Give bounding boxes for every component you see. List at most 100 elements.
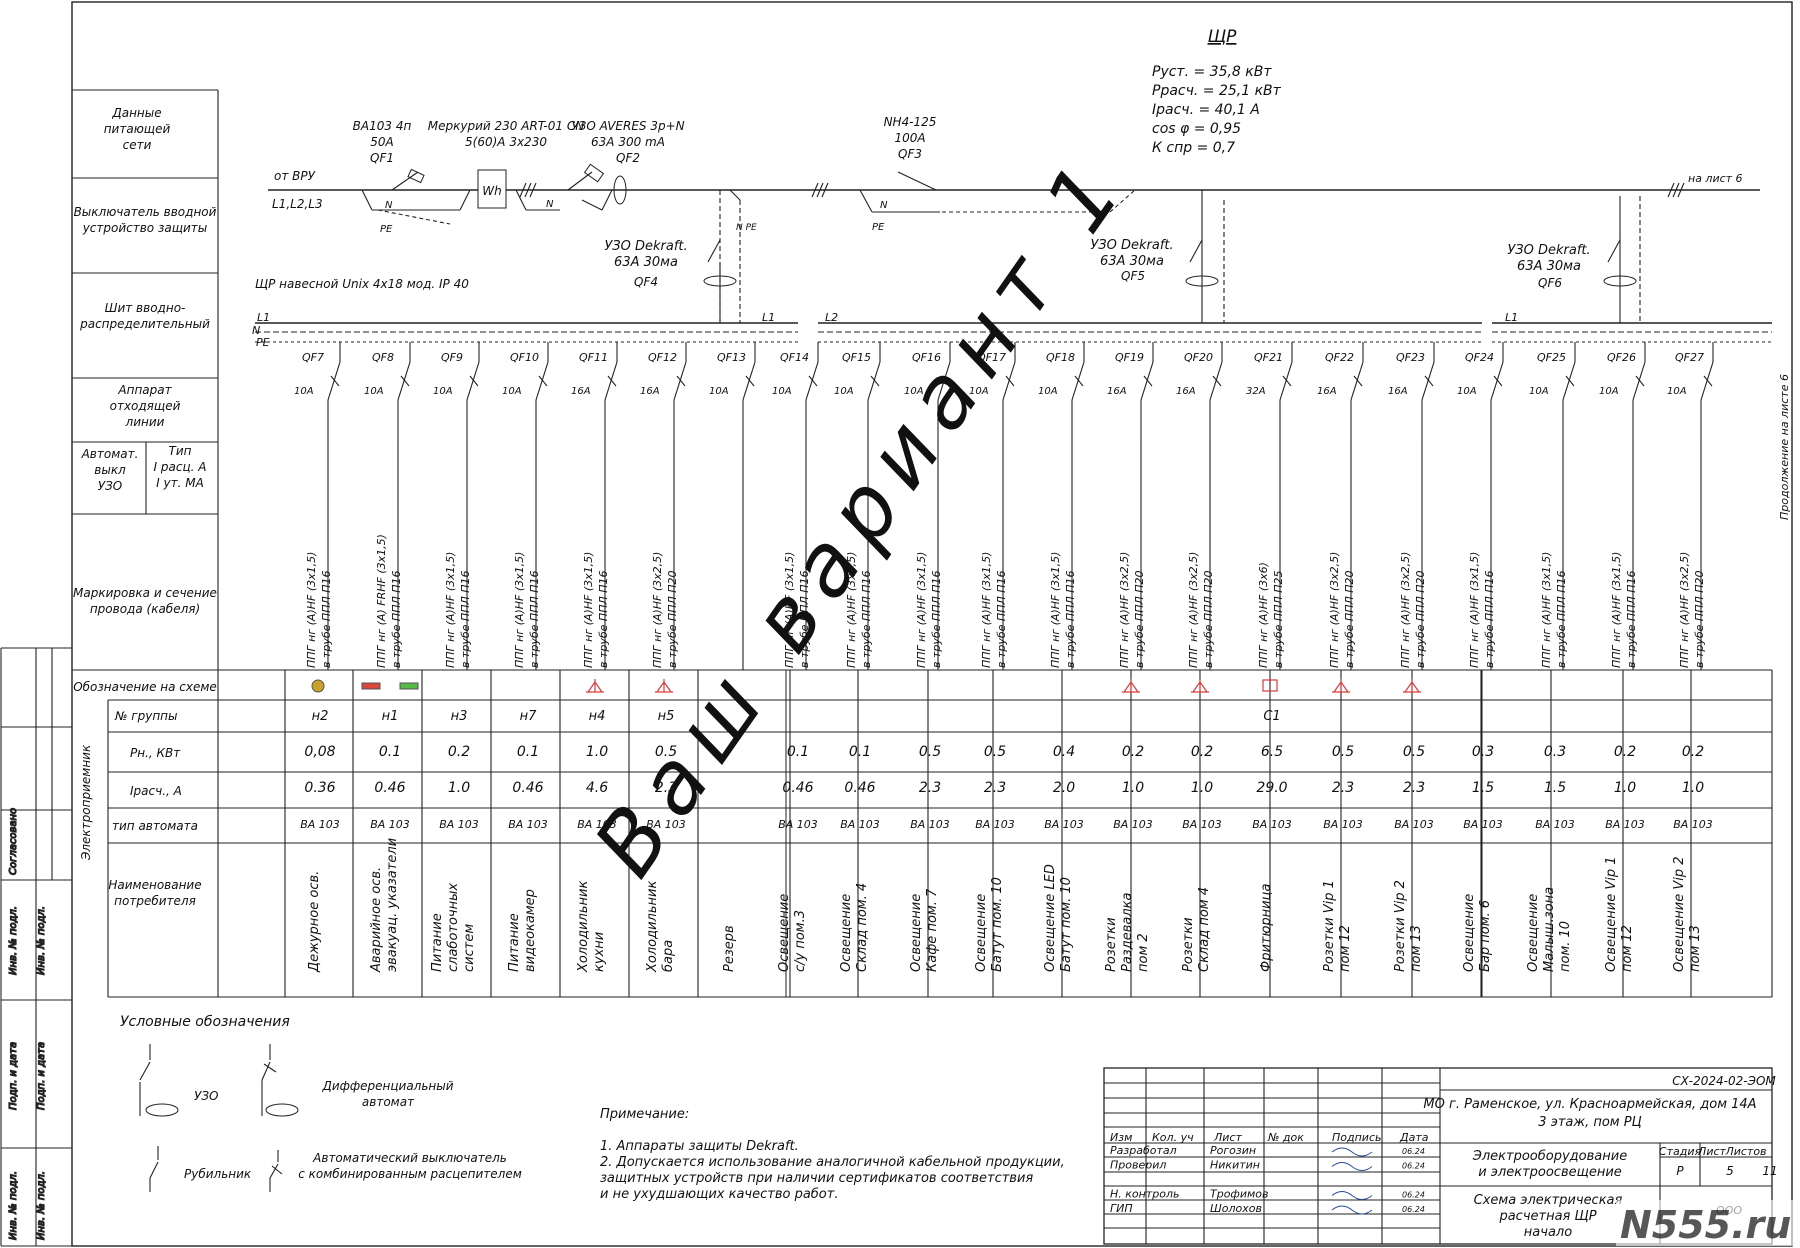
group-number: С1: [1263, 709, 1280, 724]
label-supply-data: питающей: [104, 122, 171, 136]
consumer-name: Аварийное осв.: [369, 867, 384, 973]
breaker-mark: [400, 375, 410, 387]
cable-conduit: в трубе ППЛ П20: [1693, 570, 1706, 668]
rated-power: 0.2: [1614, 744, 1636, 760]
qf1-label: 50А: [370, 135, 393, 149]
meter-label: Меркурий 230 ART-01 CN: [428, 119, 584, 133]
breaker-contact: [327, 361, 341, 401]
breaker-contact: [1002, 361, 1016, 401]
supply-from: от ВРУ: [274, 169, 316, 183]
qf1-n-lead2: [459, 189, 471, 211]
side-stamp-label: Согласовано: [8, 808, 19, 875]
breaker-mark: [330, 375, 340, 387]
stamp-person: Трофимов: [1210, 1188, 1269, 1201]
meter-n: [515, 189, 527, 211]
side-stamp-label: Инв. № подл.: [8, 1171, 19, 1240]
consumer-name: Кафе пом. 7: [925, 888, 940, 972]
site-badge: N555.ru: [1616, 1200, 1794, 1247]
calc-current: 2.3: [984, 780, 1006, 796]
breaker-type: ВА 103: [1535, 818, 1575, 831]
cable-marking: ППГ нг (А)HF (3x6): [1257, 562, 1270, 668]
bus-label-L1: L1: [762, 311, 775, 324]
continue-to-sheet: на лист 6: [1688, 172, 1743, 185]
qf2-lead: [581, 199, 603, 211]
qf3-pe2: [1109, 189, 1136, 213]
consumer-name: Батут пом. 10: [990, 877, 1005, 972]
cable-marking: ППГ нг (А)HF (3x2,5): [651, 552, 664, 668]
consumer-name: Освещение: [777, 894, 792, 972]
cable-conduit: в трубе ППЛ П25: [1272, 570, 1285, 668]
label-cable-marking: провода (кабеля): [90, 602, 200, 616]
cable-marking: ППГ нг (А)HF (3x1,5): [1468, 552, 1481, 668]
rated-power: 0.5: [984, 744, 1006, 760]
rated-power: 0.2: [1191, 744, 1213, 760]
cable-conduit: в трубе ППЛ П16: [390, 570, 403, 668]
label-breaker-uzo: Автомат.: [81, 447, 139, 461]
stamp-person: Никитин: [1210, 1159, 1260, 1172]
group-number: н7: [520, 709, 537, 724]
consumer-name: видеокамер: [523, 889, 538, 972]
breaker-contact: [742, 361, 756, 401]
sheet-title: Схема электрическая: [1474, 1193, 1623, 1208]
label-type-current: I расц. А: [154, 460, 207, 474]
breaker-type: ВА 103: [300, 818, 340, 831]
bus-label-PE: PE: [256, 336, 270, 349]
calc-current: 0.46: [844, 780, 875, 796]
npe-label: N PE: [736, 223, 757, 233]
consumer-name: Освещение Vip 1: [1604, 856, 1619, 972]
breaker-type: ВА 103: [1605, 818, 1645, 831]
breaker-rating: 16А: [1107, 386, 1127, 397]
breaker-mark: [1353, 375, 1363, 387]
legend-auto-label: Автоматический выключатель: [312, 1151, 507, 1165]
breaker-id: QF18: [1046, 351, 1075, 364]
stamp-date: 06.24: [1402, 1205, 1425, 1214]
cable-conduit: в трубе ППЛ П16: [459, 570, 472, 668]
qf3-n: [859, 189, 873, 213]
calc-current: 1.0: [1614, 780, 1636, 796]
load-parameter: cos φ = 0,95: [1152, 121, 1241, 137]
consumer-name: Фритюрница: [1259, 884, 1274, 972]
qf6-label: 63А 30ма: [1517, 259, 1581, 274]
label-input-switch: Выключатель вводной: [74, 205, 217, 219]
breaker-rating: 16А: [640, 386, 660, 397]
calc-current: 4.6: [586, 780, 608, 796]
stamp-person: Рогозин: [1210, 1144, 1256, 1157]
breaker-mark: [538, 375, 548, 387]
qf5-contact: [1189, 239, 1203, 263]
cable-conduit: в трубе ППЛ П16: [860, 570, 873, 668]
qf6-label: УЗО Dekraft.: [1507, 243, 1590, 258]
legend-block: Условные обозначенияУЗОДифференциальныйа…: [120, 1014, 522, 1192]
phase-hash: [816, 182, 824, 198]
consumer-name: Холодильник: [576, 881, 591, 973]
cable-marking: ППГ нг (А)HF (3x2,5): [1678, 552, 1691, 668]
qf6-transformer: [1603, 275, 1637, 287]
consumer-name: пом. 10: [1558, 921, 1573, 972]
signature: [1331, 1162, 1373, 1171]
rated-power: 0.5: [655, 744, 677, 760]
breaker-mark: [1493, 375, 1503, 387]
phase-hash: [519, 182, 527, 198]
consumer-name: с/у пом.3: [793, 910, 808, 972]
row-label-current: Ірасч., А: [130, 784, 182, 798]
breaker-mark: [808, 375, 818, 387]
breaker-type: ВА 103: [370, 818, 410, 831]
breaker-id: QF17: [977, 351, 1006, 364]
breaker-id: QF13: [717, 351, 746, 364]
breaker-type: ВА 103: [1673, 818, 1713, 831]
legend-auto-label: с комбинированным расцепителем: [298, 1167, 522, 1181]
legend-uzo-b: [139, 1061, 151, 1081]
breaker-id: QF10: [510, 351, 539, 364]
qf2-label: 63А 300 mA: [591, 135, 665, 149]
breaker-type: ВА 103: [1323, 818, 1363, 831]
stamp-role: ГИП: [1110, 1202, 1133, 1215]
breaker-rating: 10А: [709, 386, 729, 397]
lamp-icon: [311, 679, 325, 693]
cable-conduit: в трубе ППЛ П16: [1625, 570, 1638, 668]
